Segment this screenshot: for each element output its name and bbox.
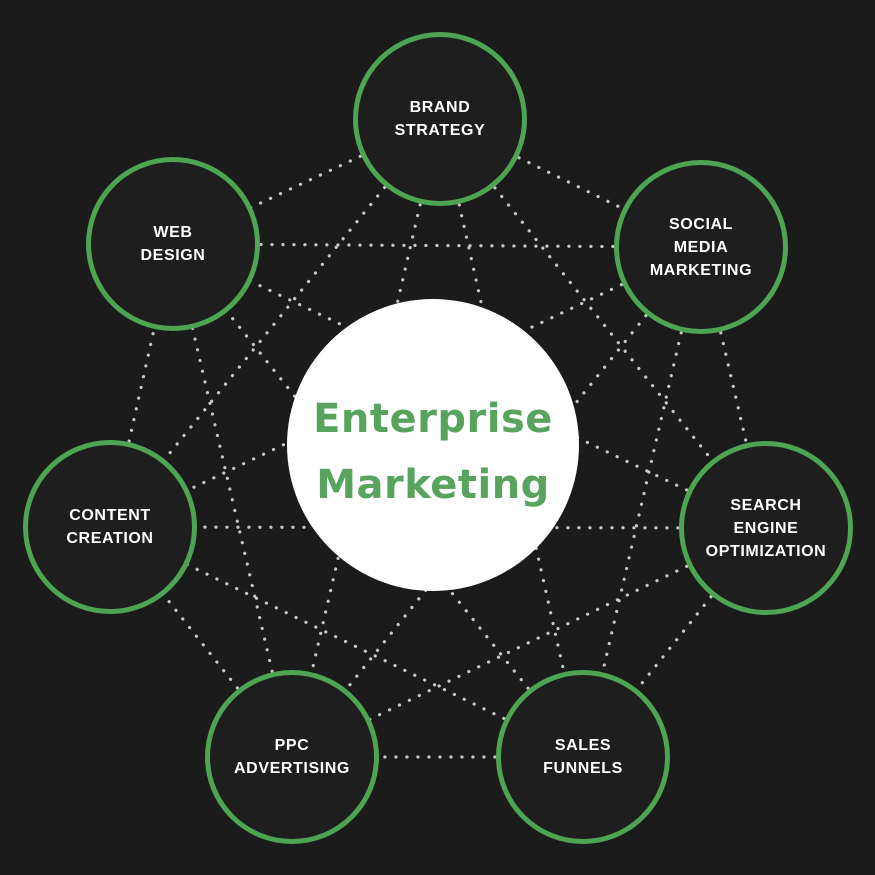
edge-social-media-marketing--web-design <box>171 242 703 249</box>
edge-sales-funnels--web-design <box>171 242 585 759</box>
edge-brand-strategy--search-engine-optimization <box>438 117 768 530</box>
node-label-line: WEB <box>153 224 193 241</box>
node-label-line: MARKETING <box>649 261 753 279</box>
node-label-web-design: WEB DESIGN <box>141 221 206 267</box>
edge-social-media-marketing--sales-funnels <box>581 245 703 759</box>
node-label-sales-funnels: SALES FUNNELS <box>543 734 623 780</box>
node-brand-strategy: BRAND STRATEGY <box>353 32 527 206</box>
node-label-content-creation: CONTENT CREATION <box>66 504 153 550</box>
node-ppc-advertising: PPC ADVERTISING <box>205 670 379 844</box>
node-label-social-media-marketing: SOCIAL MEDIA MARKETING <box>650 213 752 282</box>
node-sales-funnels: SALES FUNNELS <box>496 670 670 844</box>
node-label-line: ENGINE <box>733 519 799 537</box>
node-label-line: STRATEGY <box>394 122 486 139</box>
node-social-media-marketing: SOCIAL MEDIA MARKETING <box>614 160 788 334</box>
node-label-line: PPC <box>274 737 310 754</box>
edge-social-media-marketing--content-creation <box>108 245 703 529</box>
node-label-line: BRAND <box>409 99 471 116</box>
edge-search-engine-optimization--content-creation <box>108 525 768 530</box>
node-label-line: SALES <box>554 737 612 754</box>
node-label-ppc-advertising: PPC ADVERTISING <box>234 734 350 780</box>
node-label-brand-strategy: BRAND STRATEGY <box>395 96 486 142</box>
hub-title-line-2: Marketing <box>316 462 550 508</box>
node-label-line: MEDIA <box>673 238 729 256</box>
edge-social-media-marketing--search-engine-optimization <box>699 245 768 530</box>
node-label-line: FUNNELS <box>543 760 623 777</box>
edge-social-media-marketing--ppc-advertising <box>290 245 703 759</box>
node-content-creation: CONTENT CREATION <box>23 440 197 614</box>
edge-brand-strategy--sales-funnels <box>438 117 585 759</box>
node-label-line: SEARCH <box>730 496 802 514</box>
hub-title-line-1: Enterprise <box>313 396 553 442</box>
node-label-line: SOCIAL <box>668 215 734 233</box>
hub-circle: Enterprise Marketing <box>287 299 579 591</box>
node-web-design: WEB DESIGN <box>86 157 260 331</box>
node-label-line: DESIGN <box>140 247 206 264</box>
node-search-engine-optimization: SEARCH ENGINE OPTIMIZATION <box>679 441 853 615</box>
node-label-line: OPTIMIZATION <box>705 542 827 560</box>
node-label-search-engine-optimization: SEARCH ENGINE OPTIMIZATION <box>706 494 827 563</box>
node-label-line: CONTENT <box>69 507 151 524</box>
node-label-line: ADVERTISING <box>234 760 350 777</box>
edge-brand-strategy--ppc-advertising <box>290 117 442 759</box>
node-label-line: CREATION <box>66 530 154 547</box>
